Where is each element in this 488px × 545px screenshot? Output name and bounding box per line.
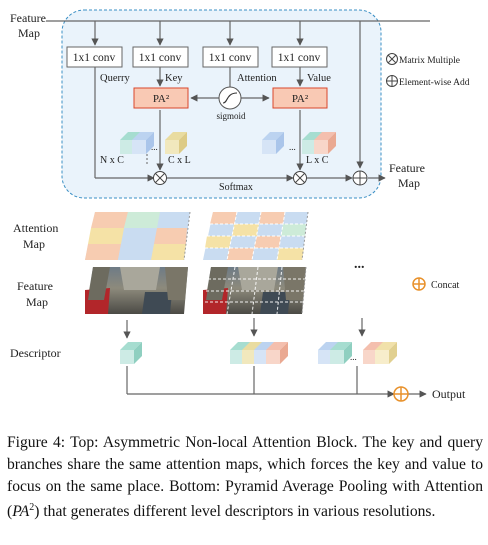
figure-caption: Figure 4: Top: Asymmetric Non-local Atte… [7, 432, 483, 523]
caption-text-part1: Top: Asymmetric Non-local Attention Bloc… [7, 434, 483, 521]
dim-lxc-label: L x C [306, 155, 329, 166]
legend-matrix-multiple-icon [386, 53, 398, 65]
pyramid-ellipsis: ... [354, 257, 365, 272]
softmax-label: Softmax [219, 182, 253, 193]
output-label: Output [432, 387, 466, 401]
caption-pa-superscript: 2 [29, 502, 35, 514]
conv-label-value: 1x1 conv [278, 52, 321, 64]
key-label: Key [165, 73, 183, 84]
sigmoid-icon [218, 86, 242, 110]
value-label: Value [307, 73, 331, 84]
branch-lines [94, 67, 386, 182]
caption-figure-number: Figure 4: [7, 434, 66, 451]
descriptor-level-1 [120, 342, 142, 364]
attention-map-label-1: Attention [13, 221, 58, 235]
feature-map-label-1: Feature [17, 279, 53, 293]
attention-map-1 [85, 211, 191, 261]
input-feature-map-label-2: Map [18, 26, 40, 40]
caption-pa-math: PA [12, 503, 30, 521]
output-feature-map-label-1: Feature [389, 161, 425, 175]
feature-map-image-2 [203, 266, 307, 315]
attention-map-2 [203, 211, 309, 261]
descriptor-level-2 [230, 342, 288, 364]
attention-map-label-2: Map [23, 237, 45, 251]
element-wise-add-icon [352, 170, 368, 186]
descriptor-arrows [123, 318, 366, 339]
concat-icon [393, 386, 409, 402]
conv-label-attention: 1x1 conv [209, 52, 252, 64]
svg-text:...: ... [151, 142, 158, 152]
legend-element-wise-add-icon [386, 75, 398, 87]
descriptor-level-3: ... [318, 342, 397, 364]
pa-box-key [133, 87, 189, 109]
legend-concat: Concat [431, 280, 460, 291]
value-descriptor-stack: ... [262, 132, 336, 154]
attention-label: Attention [237, 73, 277, 84]
feature-map-label-2: Map [26, 295, 48, 309]
query-label: Querry [100, 73, 130, 84]
sigmoid-label: sigmoid [216, 111, 246, 121]
legend-element-wise-add: Element-wise Add [399, 78, 470, 88]
input-feature-map-label-1: Feature [10, 11, 46, 25]
dim-nxc-label: N x C [100, 155, 124, 166]
legend-concat-icon [412, 277, 426, 291]
conv-boxes: 1x1 conv 1x1 conv 1x1 conv 1x1 conv [66, 46, 328, 68]
legend-matrix-multiple: Matrix Multiple [399, 56, 460, 66]
svg-text:...: ... [350, 352, 357, 362]
caption-text-part2: ) that generates different level descrip… [34, 503, 436, 521]
output-feature-map-label-2: Map [398, 176, 420, 190]
pa-box-value [272, 87, 328, 109]
pa-label-key: PA² [153, 93, 170, 105]
pa-label-value: PA² [292, 93, 309, 105]
conv-label-key: 1x1 conv [139, 52, 182, 64]
matrix-multiply-icon-1 [153, 171, 167, 185]
input-flow-lines [46, 20, 430, 169]
key-descriptor-stack: ... [120, 132, 187, 165]
feature-map-image-1 [85, 267, 188, 314]
matrix-multiply-icon-2 [293, 171, 307, 185]
svg-text:...: ... [289, 142, 296, 152]
dim-cxl-label: C x L [168, 155, 191, 166]
descriptor-label: Descriptor [10, 346, 61, 360]
output-flow-lines [126, 366, 427, 398]
conv-label-query: 1x1 conv [73, 52, 116, 64]
